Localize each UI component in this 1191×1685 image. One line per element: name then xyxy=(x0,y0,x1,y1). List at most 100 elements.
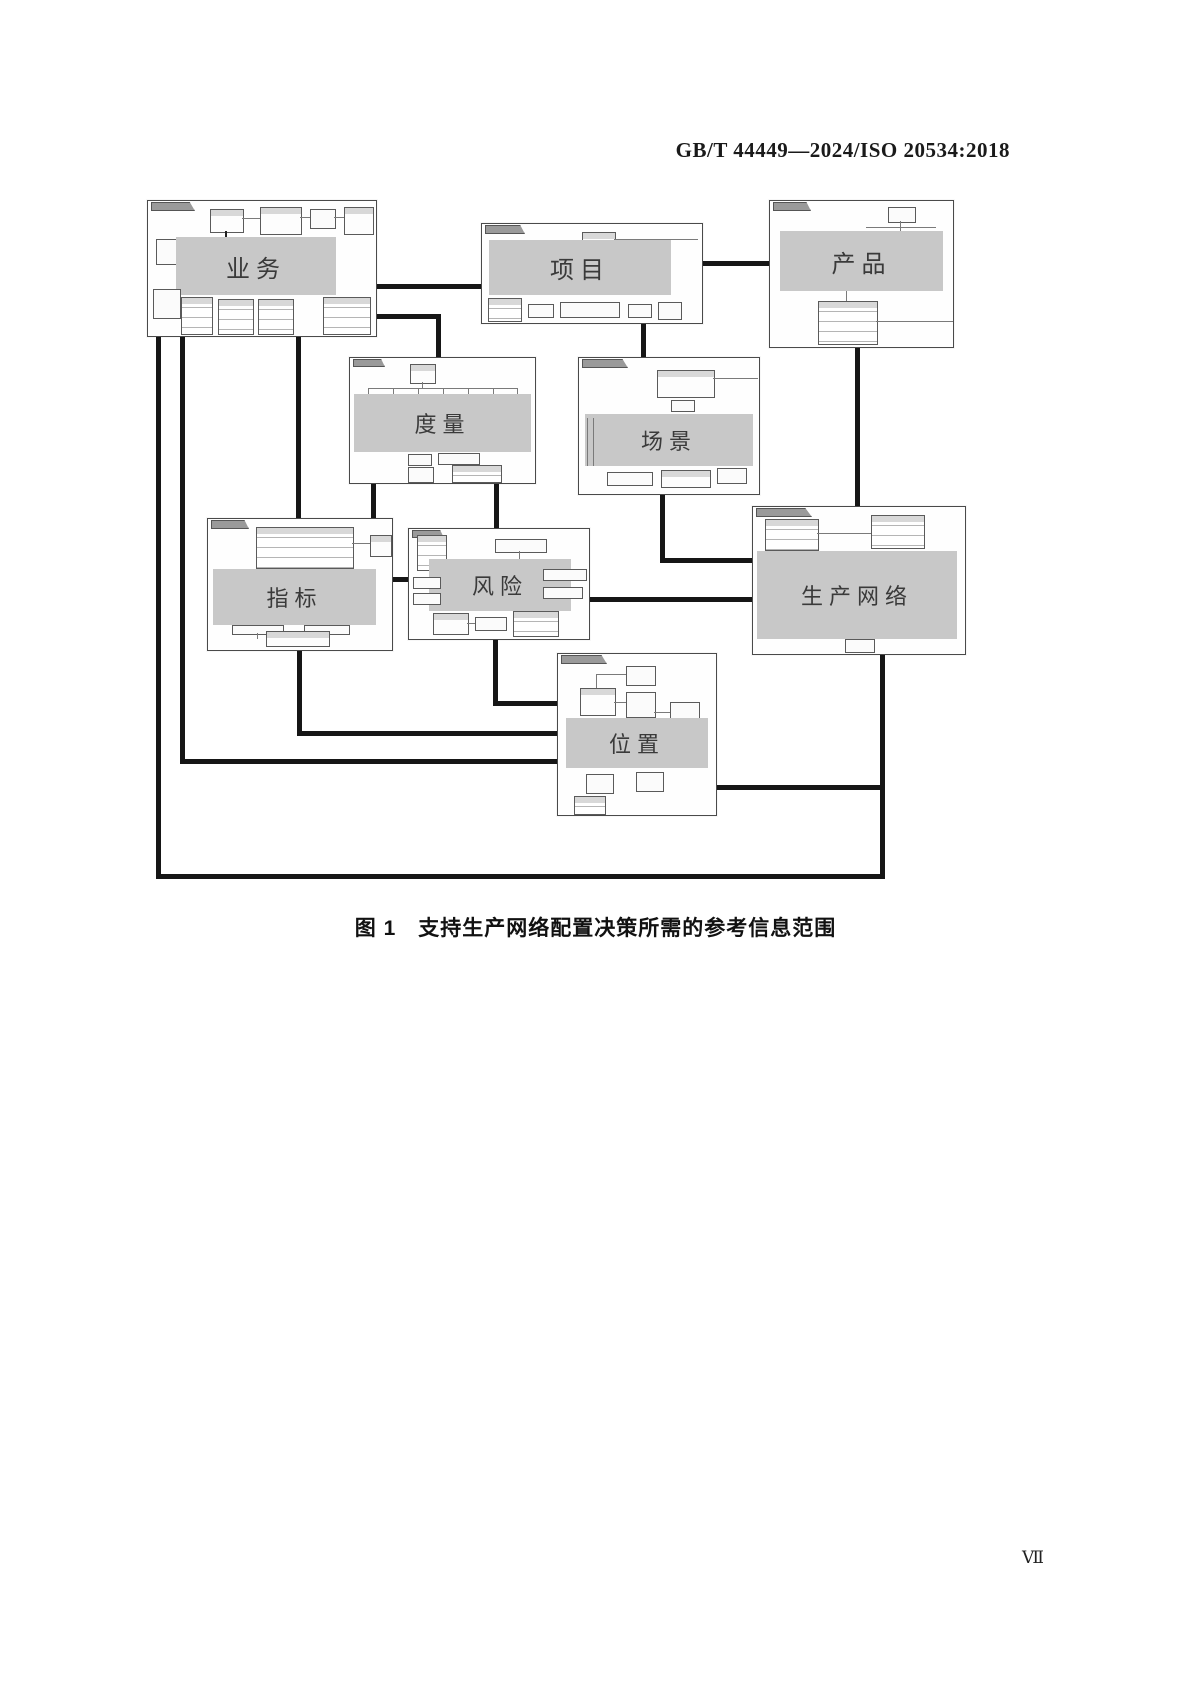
schematic-box xyxy=(344,207,374,235)
schematic-box xyxy=(408,467,434,483)
edge-indicator-risk xyxy=(391,577,409,582)
schematic-box xyxy=(475,617,507,631)
schematic-line xyxy=(443,388,444,394)
panel-label-location: 位置 xyxy=(566,718,708,768)
schematic-box xyxy=(586,774,614,794)
edge-business-location-h xyxy=(180,759,559,764)
schematic-box xyxy=(413,577,441,589)
schematic-line xyxy=(593,418,594,466)
schematic-box xyxy=(658,302,682,320)
schematic-box xyxy=(323,297,371,335)
edge-network-bottom-v xyxy=(880,653,885,879)
document-header: GB/T 44449—2024/ISO 20534:2018 xyxy=(675,138,1010,162)
schematic-box xyxy=(433,613,469,635)
schematic-line xyxy=(517,388,518,394)
panel-tab-icon xyxy=(485,225,525,234)
edge-business-network-left-v xyxy=(156,335,161,879)
panel-label-risk: 风险 xyxy=(429,559,571,611)
schematic-box xyxy=(210,209,244,233)
edge-bottom-bus xyxy=(156,874,885,879)
edge-indicator-location-v xyxy=(297,649,302,736)
edge-scenario-network-v xyxy=(660,493,665,563)
schematic-box xyxy=(636,772,664,792)
edge-measurement-risk xyxy=(494,482,499,530)
panel-label-text: 指标 xyxy=(266,586,323,611)
panel-indicator: 指标 xyxy=(207,518,393,651)
panel-tab-icon xyxy=(353,359,385,367)
edge-product-network xyxy=(855,346,860,508)
schematic-line xyxy=(242,218,260,219)
panel-measurement: 度量 xyxy=(349,357,536,484)
panel-tab-icon xyxy=(211,520,249,529)
panel-label-production-network: 生产网络 xyxy=(757,551,957,639)
schematic-box xyxy=(543,587,583,599)
schematic-line xyxy=(614,239,698,240)
schematic-box xyxy=(413,593,441,605)
edge-indicator-location-h xyxy=(297,731,559,736)
schematic-line xyxy=(225,231,227,237)
panel-label-text: 产品 xyxy=(831,251,892,278)
panel-project: 项目 xyxy=(481,223,703,324)
page-number: Ⅶ xyxy=(1022,1548,1044,1567)
schematic-box xyxy=(256,527,354,569)
panel-scenario: 场景 xyxy=(578,357,760,495)
edge-scenario-network-h xyxy=(660,558,754,563)
schematic-box xyxy=(438,453,480,465)
panel-tab-icon xyxy=(756,508,812,517)
edge-project-product xyxy=(701,261,769,266)
schematic-box xyxy=(845,639,875,653)
panel-label-text: 风险 xyxy=(471,574,528,599)
schematic-line xyxy=(596,674,597,688)
panel-location: 位置 xyxy=(557,653,717,816)
schematic-box xyxy=(607,472,653,486)
schematic-box xyxy=(628,304,652,318)
schematic-box xyxy=(871,515,925,549)
schematic-box xyxy=(717,468,747,484)
schematic-box xyxy=(408,454,432,466)
schematic-box xyxy=(181,297,213,335)
panel-label-project: 项目 xyxy=(489,240,671,295)
schematic-box xyxy=(657,370,715,398)
panel-tab-icon xyxy=(561,655,607,664)
schematic-box xyxy=(818,301,878,345)
schematic-box xyxy=(488,298,522,322)
panel-label-indicator: 指标 xyxy=(213,569,376,625)
schematic-line xyxy=(257,633,258,639)
panel-label-text: 业务 xyxy=(226,256,286,283)
panel-label-text: 度量 xyxy=(414,412,471,437)
schematic-line xyxy=(817,533,871,534)
panel-tab-icon xyxy=(582,359,628,368)
panel-tab-icon xyxy=(773,202,811,211)
edge-project-scenario xyxy=(641,322,646,360)
panel-label-text: 场景 xyxy=(640,429,697,454)
schematic-line xyxy=(368,388,369,394)
schematic-box xyxy=(574,796,606,815)
edge-business-measurement-v xyxy=(436,314,441,360)
schematic-line xyxy=(614,702,626,703)
schematic-box xyxy=(661,470,711,488)
schematic-box xyxy=(153,289,181,319)
panel-product: 产品 xyxy=(769,200,954,348)
schematic-box xyxy=(258,299,294,335)
schematic-line xyxy=(900,221,901,231)
schematic-box xyxy=(218,299,254,335)
schematic-line xyxy=(587,418,588,466)
edge-measurement-indicator xyxy=(371,482,376,520)
schematic-box xyxy=(266,631,330,647)
schematic-line xyxy=(418,388,419,394)
schematic-box xyxy=(528,304,554,318)
panel-label-product: 产品 xyxy=(780,231,943,291)
schematic-box xyxy=(888,207,916,223)
schematic-box xyxy=(626,666,656,686)
schematic-line xyxy=(654,712,670,713)
edge-risk-location-h xyxy=(493,701,559,706)
figure-caption: 图 1 支持生产网络配置决策所需的参考信息范围 xyxy=(354,917,837,940)
panel-business: 业务 xyxy=(147,200,377,337)
panel-label-text: 位置 xyxy=(608,732,665,757)
schematic-line xyxy=(300,217,310,218)
schematic-box xyxy=(671,400,695,412)
panel-label-business: 业务 xyxy=(176,237,336,295)
panel-label-text: 生产网络 xyxy=(800,584,913,609)
panel-label-scenario: 场景 xyxy=(585,414,753,466)
